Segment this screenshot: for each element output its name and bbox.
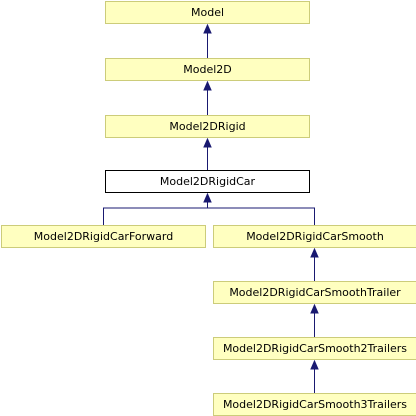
class-node-model2drigidcarsmooth2trailers[interactable]: Model2DRigidCarSmooth2Trailers [213, 337, 416, 360]
class-node-model[interactable]: Model [105, 1, 310, 24]
arrowhead-2trailers [310, 359, 319, 370]
arrowhead-model2d [203, 80, 212, 91]
class-node-model2drigidcarforward[interactable]: Model2DRigidCarForward [1, 225, 206, 248]
class-node-model2d[interactable]: Model2D [105, 58, 310, 81]
arrowhead-model2drigid [203, 137, 212, 148]
arrowhead-model2drigidcar [203, 192, 212, 203]
edge-smooth-model2drigidcar [207, 207, 315, 225]
arrowhead-smooth [310, 247, 319, 258]
arrowhead-trailer [310, 303, 319, 314]
class-node-model2drigidcar-current: Model2DRigidCar [105, 170, 310, 193]
class-node-model2drigidcarsmoothtrailer[interactable]: Model2DRigidCarSmoothTrailer [213, 281, 416, 304]
class-node-model2drigid[interactable]: Model2DRigid [105, 115, 310, 138]
class-node-model2drigidcarsmooth3trailers[interactable]: Model2DRigidCarSmooth3Trailers [213, 393, 416, 416]
edge-forward-model2drigidcar [103, 207, 208, 225]
arrowhead-model [203, 23, 212, 34]
class-node-model2drigidcarsmooth[interactable]: Model2DRigidCarSmooth [213, 225, 416, 248]
